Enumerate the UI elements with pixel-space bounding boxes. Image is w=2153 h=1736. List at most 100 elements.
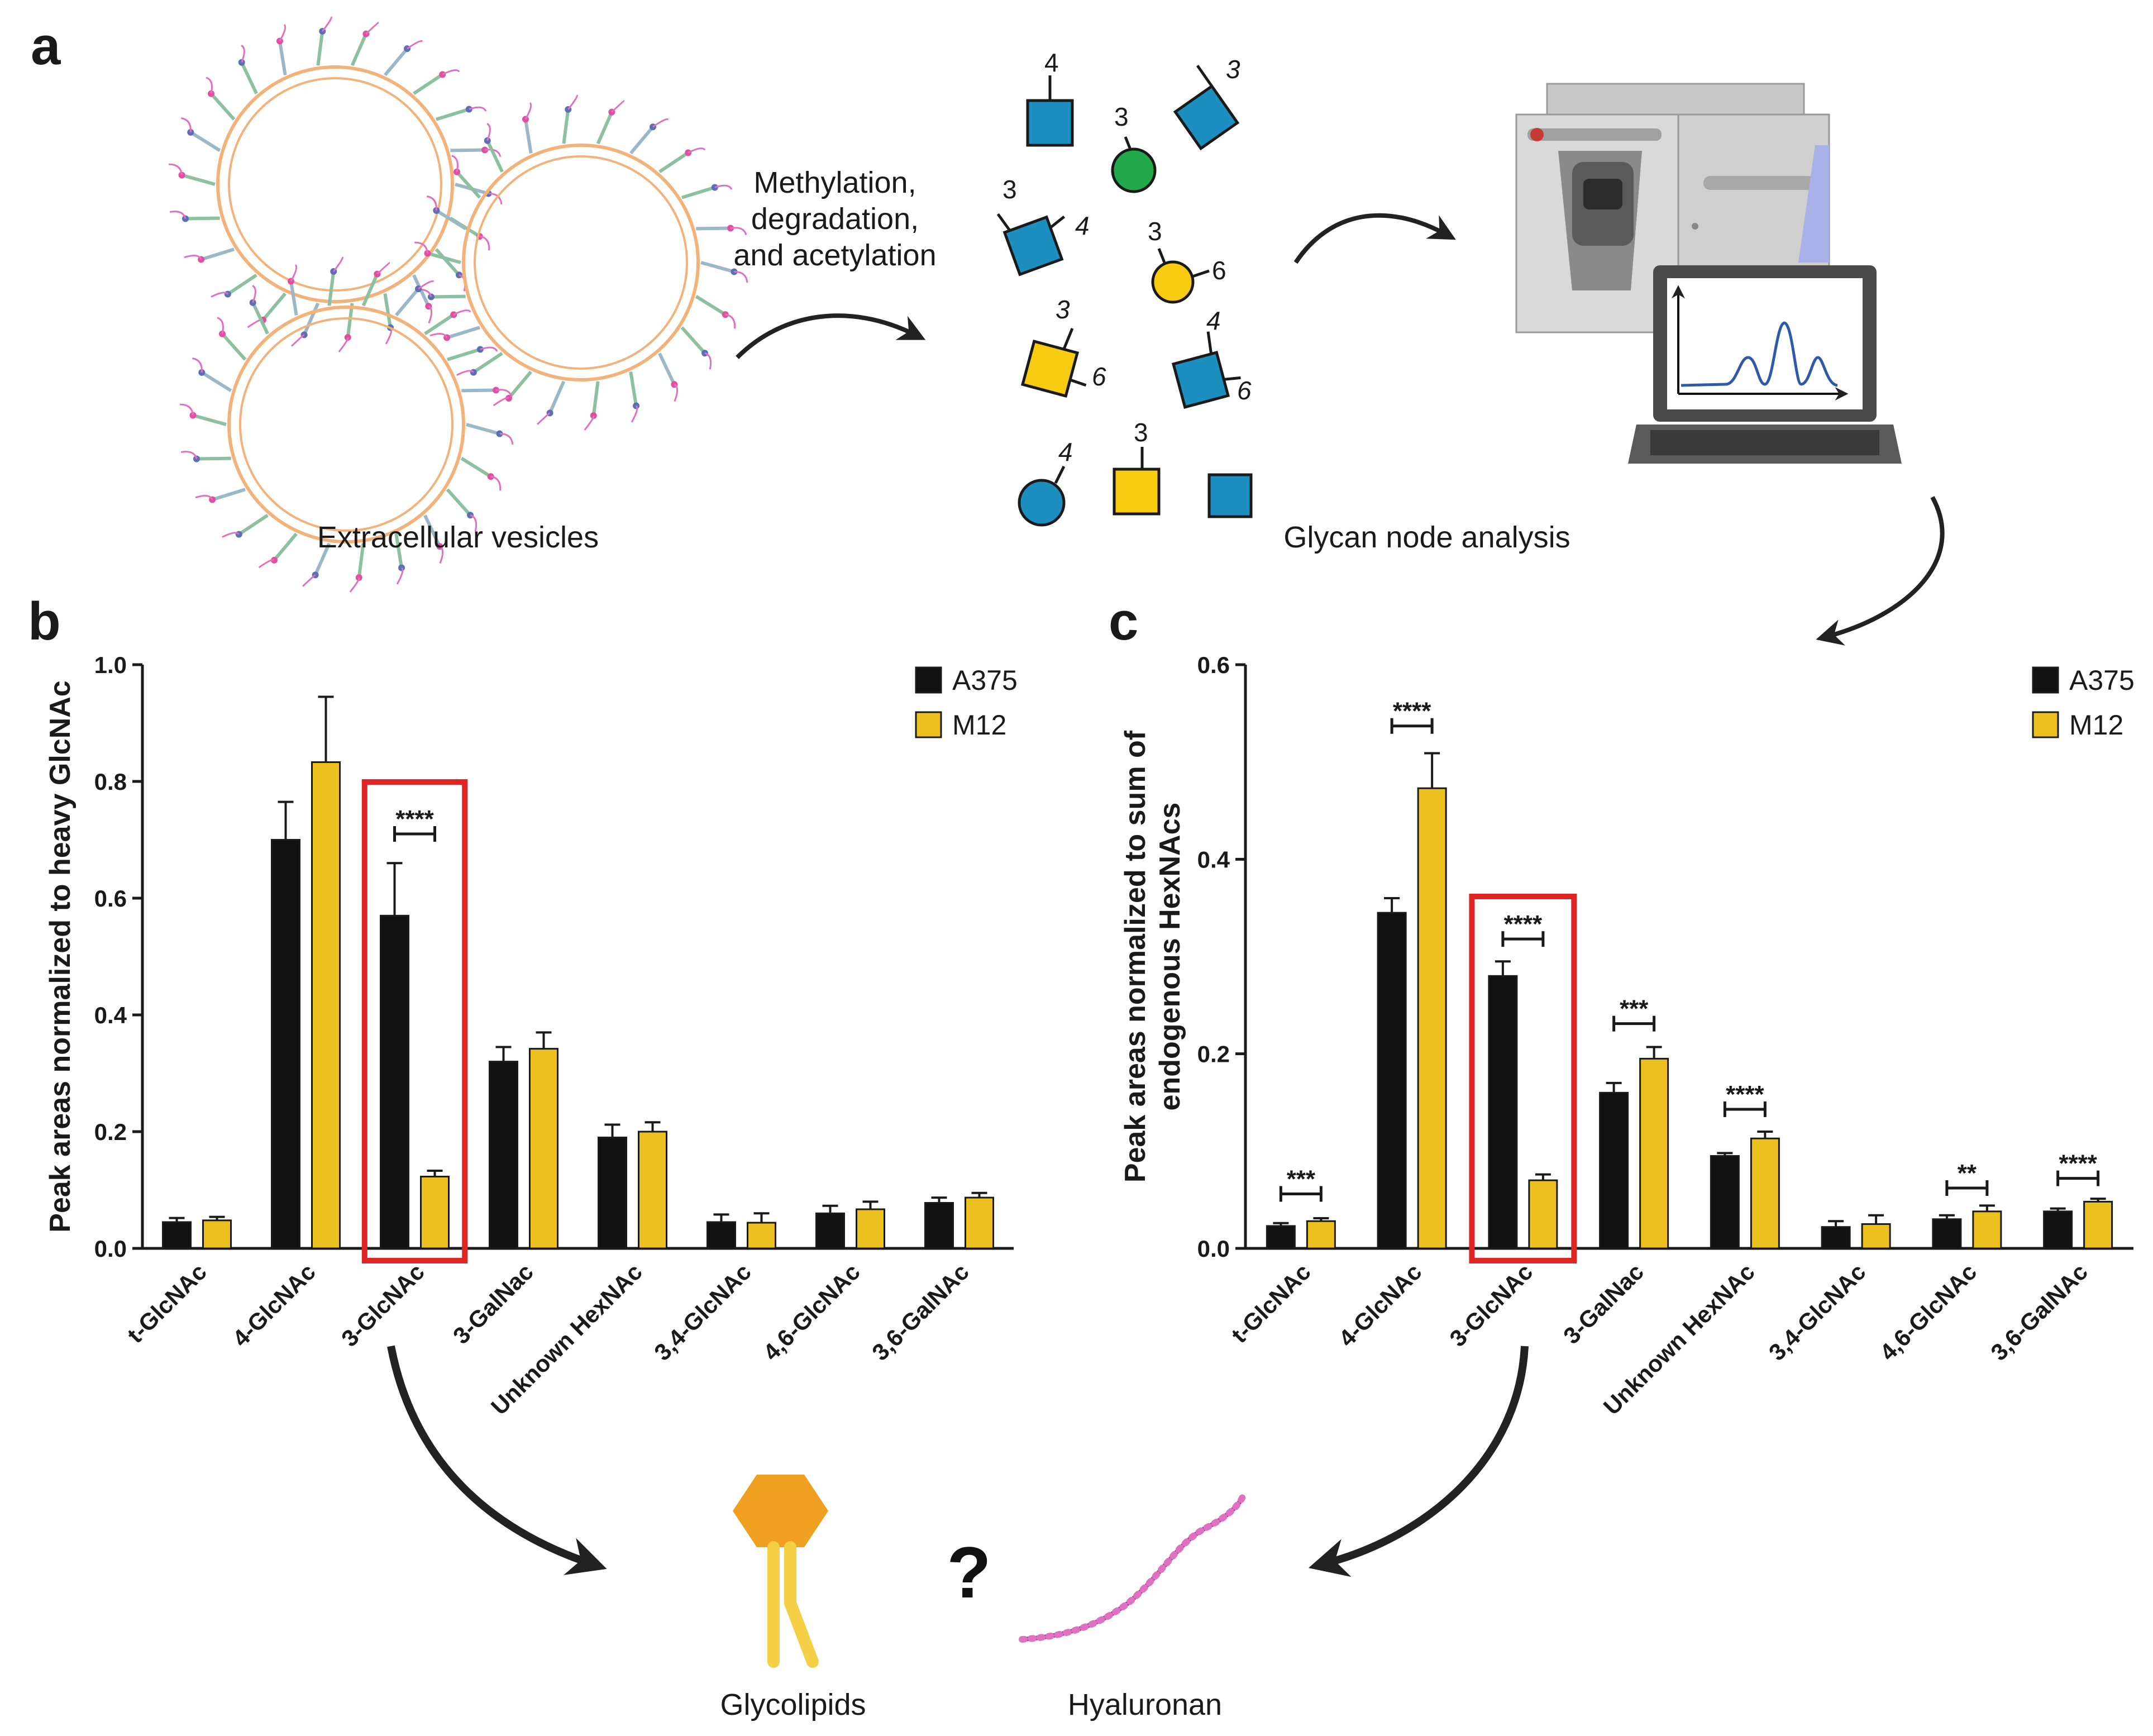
vesicle-glycan-tip bbox=[590, 412, 597, 419]
vesicle-glycan bbox=[435, 209, 467, 230]
vesicle-glycan bbox=[327, 271, 336, 306]
glycolipid-icon bbox=[733, 1475, 828, 1668]
legend-label: A375 bbox=[952, 665, 1018, 696]
bar-a375 bbox=[815, 1212, 845, 1249]
legend-swatch bbox=[2032, 711, 2059, 738]
legend-label: M12 bbox=[2069, 709, 2123, 741]
vesicle-glycan bbox=[289, 280, 298, 316]
vesicle-glycan bbox=[394, 533, 403, 569]
vesicle-glycan bbox=[357, 543, 365, 578]
vesicle-glycan bbox=[212, 488, 246, 502]
bar-m12 bbox=[202, 1219, 232, 1249]
vesicle-glycan bbox=[596, 111, 614, 145]
vesicle-strand bbox=[725, 313, 736, 329]
vesicle-glycan bbox=[192, 413, 227, 426]
vesicle-glycan bbox=[200, 247, 235, 261]
vesicle-glycan-tip bbox=[456, 271, 463, 279]
vesicle-strand bbox=[302, 574, 316, 587]
node-number: 4 bbox=[1044, 48, 1059, 77]
significance-label: *** bbox=[1287, 1165, 1316, 1193]
vesicle-glycan bbox=[680, 326, 706, 355]
vesicle-strand bbox=[180, 403, 194, 416]
vesicle-glycan-tip bbox=[470, 369, 477, 376]
bar-m12 bbox=[420, 1175, 450, 1249]
y-tick-label: 0.4 bbox=[1197, 846, 1230, 872]
bar-m12 bbox=[965, 1196, 994, 1249]
bar-a375 bbox=[1710, 1155, 1740, 1249]
x-tick-label: 4-GlcNAc bbox=[227, 1258, 321, 1352]
vesicle-glycan-tip bbox=[481, 146, 489, 154]
vesicle-glycan-tip bbox=[465, 106, 472, 113]
vesicle-membrane-inner bbox=[474, 155, 688, 370]
bar-m12 bbox=[1417, 787, 1447, 1249]
vesicle-glycan bbox=[424, 313, 455, 336]
glycan-node-square-icon bbox=[1173, 64, 1240, 151]
y-axis-title-line: Peak areas normalized to sum of bbox=[1119, 730, 1152, 1182]
x-tick-label: 4-GlcNAc bbox=[1334, 1258, 1427, 1352]
vesicle-strand bbox=[469, 106, 487, 112]
process-caption-line-3: and acetylation bbox=[733, 239, 936, 272]
y-tick-label: 0.0 bbox=[1197, 1236, 1230, 1262]
legend-swatch bbox=[915, 666, 942, 694]
node-number: 3 bbox=[1226, 55, 1240, 84]
glycan-node-square-icon bbox=[1113, 447, 1161, 516]
vesicle-strand bbox=[279, 23, 287, 42]
vesicle-strand bbox=[734, 270, 748, 283]
glycolipids-caption: Glycolipids bbox=[720, 1688, 866, 1721]
node-number: 3 bbox=[1134, 418, 1148, 447]
vesicle-strand bbox=[211, 292, 229, 298]
node-number: 3 bbox=[1056, 295, 1070, 324]
vesicle-glycan bbox=[423, 514, 442, 547]
vesicle-glycan bbox=[466, 423, 500, 436]
vesicle-strand bbox=[537, 412, 551, 425]
vesicle-glycan-tip bbox=[701, 350, 709, 357]
x-tick-label: 3-GlcNAc bbox=[336, 1258, 429, 1352]
vesicle-strand bbox=[418, 280, 435, 290]
vesicle-strand bbox=[490, 475, 502, 491]
gc-ms-instrument-icon bbox=[1515, 83, 1830, 333]
vesicle-glycan bbox=[383, 293, 392, 328]
glycan-node-circle-icon bbox=[1018, 465, 1066, 527]
vesicle-strand bbox=[195, 495, 213, 500]
significance-label: ** bbox=[1958, 1160, 1977, 1187]
vesicle-glycan bbox=[658, 151, 689, 174]
vesicle-strand bbox=[181, 117, 192, 132]
vesicle-strand bbox=[453, 309, 471, 316]
vesicle-glycan bbox=[221, 332, 247, 361]
vesicle-strand bbox=[169, 163, 183, 175]
bar-a375 bbox=[489, 1061, 518, 1249]
y-tick-label: 0.6 bbox=[94, 885, 127, 912]
y-tick-label: 0.0 bbox=[94, 1236, 127, 1262]
vesicle-strand bbox=[652, 118, 669, 128]
bar-m12 bbox=[1306, 1220, 1336, 1249]
vesicle-membrane bbox=[227, 306, 465, 543]
vesicle-glycan bbox=[548, 380, 566, 414]
vesicle-glycan bbox=[261, 292, 287, 321]
panel-label-c: c bbox=[1109, 592, 1138, 651]
vesicle-glycan bbox=[395, 288, 420, 317]
vesicle-glycan bbox=[629, 371, 638, 407]
x-tick-label: 3-GlcNAc bbox=[1444, 1258, 1538, 1352]
node-number: 3 bbox=[1148, 217, 1162, 246]
extracellular-vesicle-icon bbox=[169, 16, 748, 593]
vesicle-strand bbox=[349, 577, 360, 593]
vesicle-strand bbox=[290, 264, 298, 282]
node-number: 4 bbox=[1075, 211, 1090, 240]
vesicle-strand bbox=[407, 40, 423, 50]
vesicle-glycan-tip bbox=[355, 574, 362, 581]
glycan-node-square-icon bbox=[1020, 327, 1087, 398]
vesicle-glycan-tip bbox=[467, 512, 474, 519]
node-number: 3 bbox=[1002, 175, 1017, 204]
vesicle-strand bbox=[365, 21, 379, 35]
vesicle-glycan bbox=[446, 488, 472, 517]
bar-a375 bbox=[706, 1221, 736, 1249]
vesicle-strand bbox=[567, 94, 578, 110]
vesicle-strand bbox=[206, 77, 213, 94]
process-caption: Methylation, degradation, and acetylatio… bbox=[733, 166, 936, 272]
vesicle-glycan bbox=[302, 302, 320, 336]
bar-a375 bbox=[271, 839, 300, 1249]
panel-label-b: b bbox=[28, 592, 61, 651]
x-tick-label: 3,4-GlcNAc bbox=[649, 1258, 756, 1366]
